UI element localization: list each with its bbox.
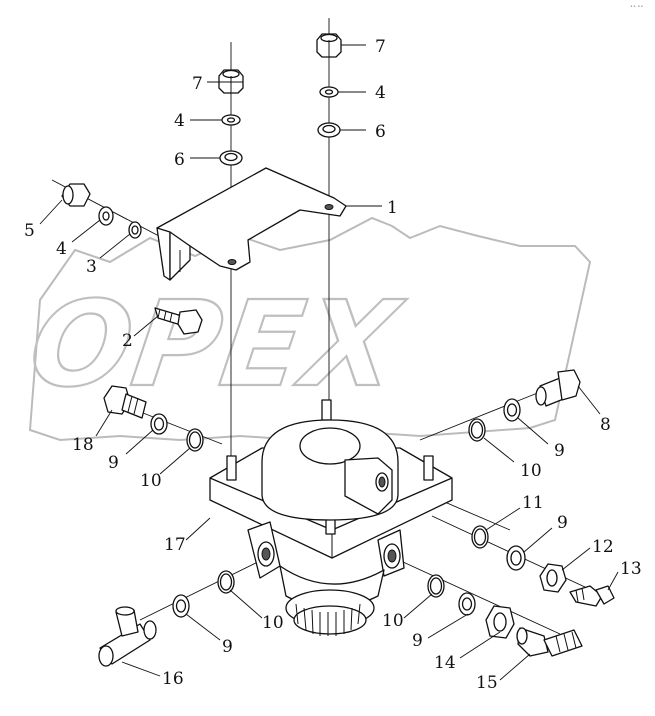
callout-10-left: 10 bbox=[140, 471, 162, 491]
callout-8: 8 bbox=[600, 415, 611, 435]
nut-part-5 bbox=[61, 183, 91, 207]
callout-4-left: 4 bbox=[174, 111, 185, 131]
callout-10-left-lower: 10 bbox=[262, 613, 284, 633]
seal-ring-part-9-left bbox=[150, 413, 168, 435]
callout-6-right: 6 bbox=[375, 122, 386, 142]
bracket-part-1 bbox=[156, 167, 347, 281]
callout-15: 15 bbox=[476, 673, 498, 693]
seal-ring-part-9-right-mid bbox=[506, 545, 526, 571]
callout-9-right-mid: 9 bbox=[557, 513, 568, 533]
nut-part-14 bbox=[485, 605, 515, 639]
callout-2: 2 bbox=[122, 331, 133, 351]
callout-labels: 7 7 4 4 6 6 1 5 4 3 2 18 9 10 17 8 9 10 … bbox=[24, 37, 642, 693]
nut-part-7-left bbox=[218, 69, 244, 94]
callout-9-left-lower: 9 bbox=[222, 637, 233, 657]
callout-16: 16 bbox=[162, 669, 184, 689]
callout-13: 13 bbox=[620, 559, 642, 579]
washer-part-4-left bbox=[221, 114, 241, 126]
callout-18: 18 bbox=[72, 435, 94, 455]
callout-12: 12 bbox=[592, 537, 614, 557]
callout-7-right: 7 bbox=[375, 37, 386, 57]
callout-11: 11 bbox=[522, 493, 544, 513]
seal-ring-part-10-right-upper bbox=[468, 418, 486, 442]
callout-17: 17 bbox=[164, 535, 186, 555]
callout-9-right-upper: 9 bbox=[554, 441, 565, 461]
callout-10-right-lower: 10 bbox=[382, 611, 404, 631]
callout-6-left: 6 bbox=[174, 150, 185, 170]
seal-ring-part-9-left-lower bbox=[172, 594, 190, 618]
callout-3: 3 bbox=[86, 257, 97, 277]
spring-washer-part-6-right bbox=[317, 122, 341, 138]
spring-washer-part-3 bbox=[128, 221, 142, 239]
elbow-fitting-part-13 bbox=[569, 585, 615, 607]
seal-ring-part-9-right-upper bbox=[503, 398, 521, 422]
seal-ring-part-10-right-lower bbox=[427, 574, 445, 598]
nut-part-12 bbox=[539, 563, 567, 593]
bolt-part-2 bbox=[154, 307, 203, 335]
washer-part-4-side bbox=[98, 206, 114, 226]
washer-part-4-right bbox=[319, 86, 339, 98]
callout-9-left: 9 bbox=[108, 453, 119, 473]
valve-body-part-17 bbox=[209, 399, 453, 636]
seal-ring-part-10-left-lower bbox=[217, 570, 235, 594]
callout-7-left: 7 bbox=[192, 74, 203, 94]
leader-lines bbox=[39, 44, 619, 681]
callout-4-side: 4 bbox=[56, 239, 67, 259]
seal-ring-part-11 bbox=[471, 525, 489, 549]
seal-ring-part-10-left bbox=[186, 428, 204, 452]
seal-ring-part-9-right-lower bbox=[458, 592, 476, 616]
fitting-part-8 bbox=[535, 369, 581, 407]
tee-fitting-part-16 bbox=[98, 606, 157, 667]
callout-1: 1 bbox=[387, 198, 398, 218]
plug-part-18 bbox=[103, 385, 147, 419]
nut-part-7-right bbox=[316, 33, 342, 58]
callout-9-right-lower: 9 bbox=[412, 631, 423, 651]
callout-10-right-upper: 10 bbox=[520, 461, 542, 481]
corner-mark: •• •• bbox=[630, 4, 643, 10]
elbow-fitting-part-15 bbox=[516, 627, 583, 657]
watermark-text: OPEX bbox=[22, 276, 411, 413]
callout-5: 5 bbox=[24, 221, 35, 241]
callout-4-right: 4 bbox=[375, 83, 386, 103]
callout-14: 14 bbox=[434, 653, 456, 673]
watermark-logo: OPEX bbox=[21, 216, 592, 442]
spring-washer-part-6-left bbox=[219, 150, 243, 166]
